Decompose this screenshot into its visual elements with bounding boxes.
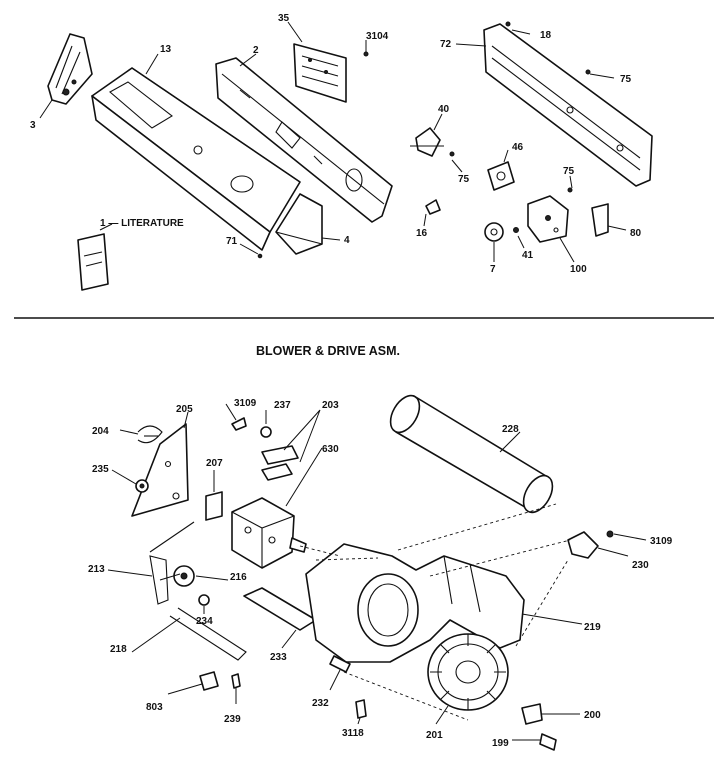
label-237: 237 — [274, 400, 291, 411]
label-71: 71 — [226, 236, 238, 247]
part-13-backsplash — [91, 67, 301, 251]
label-35: 35 — [278, 13, 290, 24]
label-16: 16 — [416, 228, 428, 239]
label-232: 232 — [312, 698, 329, 709]
label-41: 41 — [522, 250, 534, 261]
part-803-clip — [199, 671, 219, 691]
part-203-brackets — [261, 445, 299, 481]
label-18: 18 — [540, 30, 552, 41]
label-233: 233 — [270, 652, 287, 663]
part-46-thermostat — [487, 161, 515, 191]
part-3109-screw-left — [231, 417, 247, 431]
part-1-literature — [77, 233, 109, 291]
label-228: 228 — [502, 424, 519, 435]
part-16-clip — [425, 199, 441, 215]
leader-lines-top — [39, 21, 627, 263]
part-100-switch — [527, 195, 569, 243]
part-number-labels: 3 13 2 35 3104 72 18 75 40 46 75 75 16 8… — [30, 13, 673, 749]
label-218: 218 — [110, 644, 127, 655]
part-230-thermal-fuse — [567, 530, 614, 559]
label-204: 204 — [92, 426, 109, 437]
label-213: 213 — [88, 564, 105, 575]
label-3118: 3118 — [342, 728, 364, 739]
alignment-dashed-lines — [299, 503, 571, 721]
part-41-screw — [513, 227, 519, 233]
part-232-screw — [329, 655, 351, 673]
leader-lines-bottom — [107, 403, 647, 741]
label-3: 3 — [30, 120, 36, 131]
part-199-screw — [539, 733, 557, 751]
part-233-base — [243, 587, 317, 631]
label-80: 80 — [630, 228, 642, 239]
label-100: 100 — [570, 264, 587, 275]
part-201-blower-wheel — [427, 633, 509, 711]
part-219-blower-housing — [305, 543, 525, 663]
label-630: 630 — [322, 444, 339, 455]
part-3118-screw — [355, 699, 367, 719]
label-216: 216 — [230, 572, 247, 583]
part-218-belt — [149, 521, 247, 661]
label-239: 239 — [224, 714, 241, 725]
label-46: 46 — [512, 142, 524, 153]
section-title: BLOWER & DRIVE ASM. — [256, 344, 400, 358]
label-40: 40 — [438, 104, 450, 115]
part-80-clip — [591, 203, 609, 237]
label-75-a: 75 — [620, 74, 632, 85]
part-216-idler-pulley — [173, 565, 195, 587]
label-4: 4 — [344, 235, 350, 246]
label-200: 200 — [584, 710, 601, 721]
part-35-timer-board — [293, 43, 347, 103]
part-40-switch — [410, 127, 444, 157]
part-213-idler-arm — [149, 555, 181, 605]
label-219: 219 — [584, 622, 601, 633]
small-screws-top — [257, 21, 591, 259]
label-13: 13 — [160, 44, 172, 55]
part-4-end-cap — [275, 193, 323, 255]
label-75-c: 75 — [563, 166, 575, 177]
part-234-washer — [198, 594, 210, 606]
label-3109-b: 3109 — [650, 536, 673, 547]
label-207: 207 — [206, 458, 223, 469]
part-72-rear-plate — [483, 23, 653, 187]
label-230: 230 — [632, 560, 649, 571]
part-237-clip — [260, 426, 272, 438]
part-239-screw — [231, 673, 241, 689]
label-234: 234 — [196, 616, 213, 627]
part-3-end-cap — [47, 33, 93, 105]
part-2-control-bracket — [215, 57, 393, 223]
part-7-knob — [484, 222, 504, 242]
label-75-b: 75 — [458, 174, 470, 185]
label-235: 235 — [92, 464, 109, 475]
label-203: 203 — [322, 400, 339, 411]
label-199: 199 — [492, 738, 509, 749]
part-204-clamp — [137, 425, 163, 444]
part-630-motor — [231, 497, 307, 569]
label-1-literature: 1 — LITERATURE — [100, 218, 184, 229]
label-7: 7 — [490, 264, 496, 275]
label-3104: 3104 — [366, 31, 389, 42]
label-205: 205 — [176, 404, 193, 415]
label-803: 803 — [146, 702, 163, 713]
label-201: 201 — [426, 730, 443, 741]
part-207-switch — [205, 491, 223, 521]
label-2: 2 — [253, 45, 259, 56]
label-72: 72 — [440, 39, 452, 50]
part-235-nut — [135, 479, 149, 493]
label-3109-a: 3109 — [234, 398, 257, 409]
part-200-bracket — [521, 703, 543, 725]
part-205-motor-bracket — [131, 423, 189, 517]
part-228-drum — [389, 394, 554, 514]
